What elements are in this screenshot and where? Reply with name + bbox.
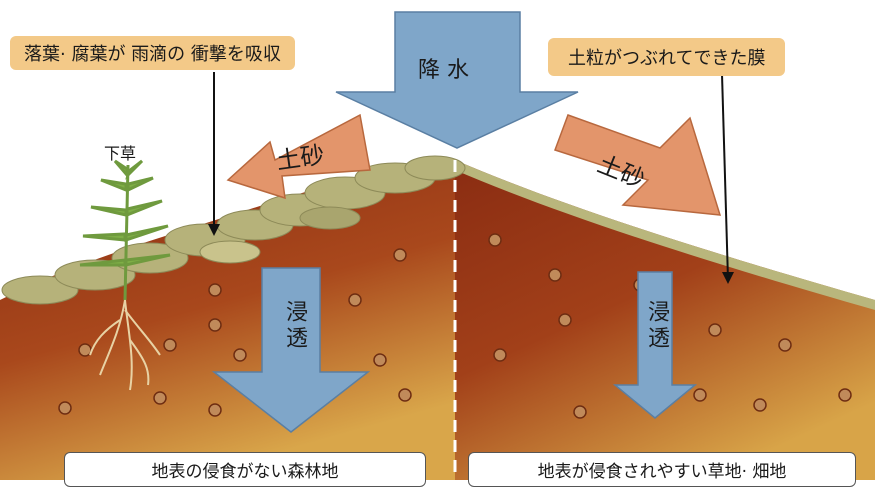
caption-field: 地表が侵食されやすい草地· 畑地 [468, 452, 856, 487]
caption-forest: 地表の侵食がない森林地 [64, 452, 426, 487]
sediment-arrow-right [554, 114, 722, 216]
label-infiltration-left: 浸透 [282, 300, 307, 352]
pointer-crust [721, 73, 729, 281]
label-sediment-left: 土砂 [274, 140, 327, 176]
leaf-litter [1, 155, 466, 305]
callout-crust-film: 土粒がつぶれてできた膜 [548, 38, 786, 76]
soil-forest [0, 160, 455, 480]
label-infiltration-right: 浸透 [644, 300, 669, 352]
callout-litter-absorbs: 落葉· 腐葉が 雨滴の 衝撃を吸収 [10, 36, 295, 70]
label-undergrowth: 下草 [104, 144, 137, 163]
infiltration-arrow-right [612, 271, 698, 419]
plant-icon [79, 159, 171, 301]
sediment-arrow-left [226, 113, 371, 200]
root-icon [89, 299, 161, 391]
infiltration-arrow-left [211, 267, 371, 433]
soil-pebbles [58, 233, 852, 419]
crust-film [455, 160, 875, 310]
precipitation-arrow [335, 11, 579, 149]
label-precipitation: 降 水 [418, 58, 469, 83]
